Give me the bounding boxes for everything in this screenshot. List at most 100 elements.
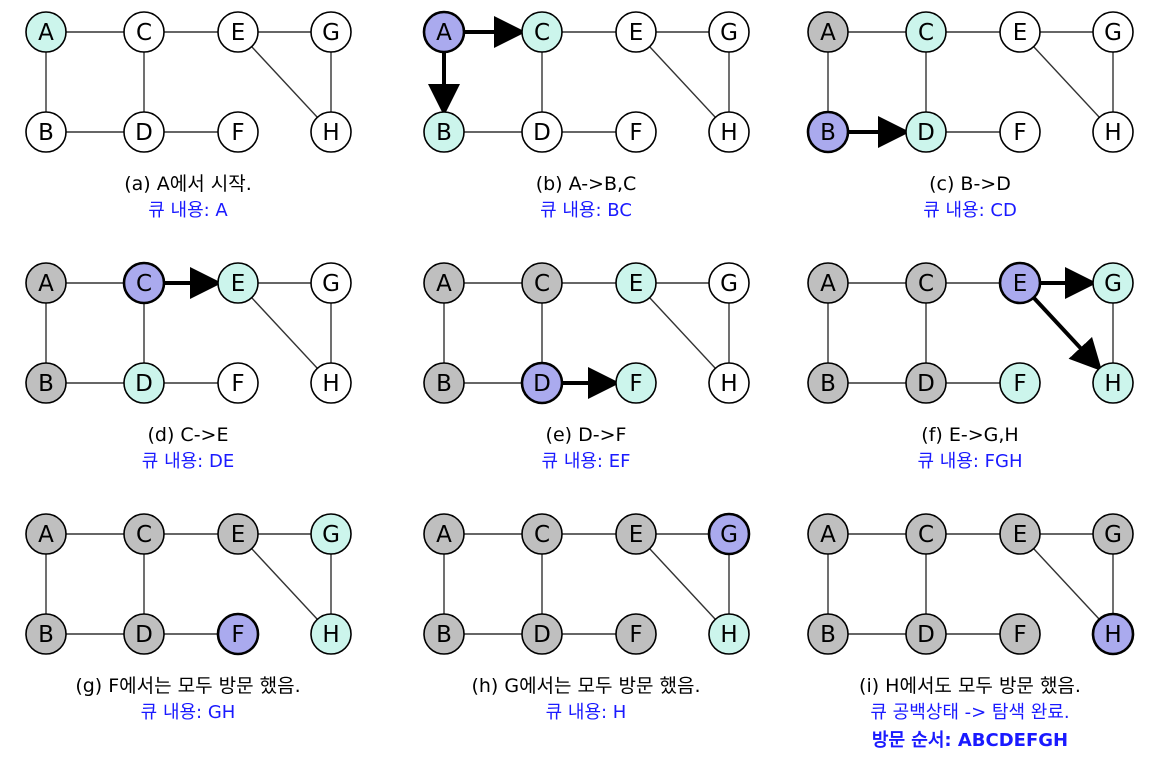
node-label: C bbox=[918, 522, 934, 548]
node-circle bbox=[807, 362, 849, 404]
node-circle bbox=[615, 362, 657, 404]
panel-2: ABCDEFGH(c) B->D큐 내용: CD bbox=[806, 11, 1134, 221]
node-H: H bbox=[310, 111, 352, 153]
node-circle bbox=[25, 362, 67, 404]
panel-caption: (i) H에서도 모두 방문 했음. bbox=[859, 675, 1081, 697]
node-B: B bbox=[423, 362, 465, 404]
node-label: F bbox=[231, 371, 244, 397]
node-label: G bbox=[322, 271, 340, 297]
node-circle bbox=[999, 513, 1041, 555]
node-D: D bbox=[905, 362, 947, 404]
node-circle bbox=[521, 111, 563, 153]
node-circle bbox=[123, 513, 165, 555]
node-label: D bbox=[533, 622, 551, 648]
node-circle bbox=[310, 111, 352, 153]
node-label: G bbox=[720, 20, 738, 46]
node-F: F bbox=[999, 362, 1041, 404]
node-G: G bbox=[310, 11, 352, 53]
panel-caption: (a) A에서 시작. bbox=[124, 173, 252, 195]
node-label: A bbox=[38, 522, 54, 548]
node-circle bbox=[310, 513, 352, 555]
node-circle bbox=[310, 11, 352, 53]
node-circle bbox=[217, 111, 259, 153]
node-label: B bbox=[436, 371, 452, 397]
node-D: D bbox=[521, 111, 563, 153]
node-H: H bbox=[310, 362, 352, 404]
node-label: D bbox=[135, 120, 153, 146]
node-B: B bbox=[423, 111, 465, 153]
node-circle bbox=[520, 361, 564, 405]
node-label: C bbox=[534, 20, 550, 46]
node-label: E bbox=[231, 522, 246, 548]
node-label: F bbox=[231, 120, 244, 146]
node-label: D bbox=[533, 120, 551, 146]
node-label: C bbox=[918, 20, 934, 46]
queue-contents: 큐 내용: CD bbox=[923, 200, 1017, 221]
node-C: C bbox=[123, 513, 165, 555]
node-label: E bbox=[1013, 271, 1028, 297]
queue-contents: 큐 내용: DE bbox=[142, 451, 234, 472]
edge-E-H bbox=[635, 282, 730, 384]
node-circle bbox=[25, 613, 67, 655]
node-circle bbox=[1092, 11, 1134, 53]
edge-E-H bbox=[237, 282, 332, 384]
node-B: B bbox=[423, 613, 465, 655]
node-circle bbox=[999, 111, 1041, 153]
node-H: H bbox=[310, 613, 352, 655]
node-G: G bbox=[708, 262, 750, 304]
node-F: F bbox=[216, 612, 260, 656]
node-H: H bbox=[708, 613, 750, 655]
node-circle bbox=[423, 613, 465, 655]
node-label: E bbox=[231, 271, 246, 297]
node-F: F bbox=[615, 362, 657, 404]
node-circle bbox=[708, 262, 750, 304]
node-C: C bbox=[521, 262, 563, 304]
node-label: B bbox=[820, 371, 836, 397]
node-C: C bbox=[905, 11, 947, 53]
node-A: A bbox=[807, 513, 849, 555]
node-G: G bbox=[1092, 513, 1134, 555]
node-circle bbox=[310, 362, 352, 404]
node-E: E bbox=[217, 11, 259, 53]
node-C: C bbox=[905, 513, 947, 555]
node-label: H bbox=[1104, 622, 1121, 648]
node-E: E bbox=[615, 513, 657, 555]
node-label: D bbox=[135, 371, 153, 397]
node-label: H bbox=[720, 371, 737, 397]
node-label: A bbox=[436, 271, 452, 297]
node-D: D bbox=[123, 111, 165, 153]
node-label: B bbox=[38, 120, 54, 146]
queue-contents: 큐 내용: BC bbox=[540, 200, 632, 221]
node-G: G bbox=[1092, 11, 1134, 53]
queue-contents: 큐 내용: H bbox=[546, 702, 627, 723]
node-label: G bbox=[322, 522, 340, 548]
node-A: A bbox=[422, 10, 466, 54]
panel-3: ABCDEFGH(d) C->E큐 내용: DE bbox=[25, 261, 352, 472]
panel-caption: (h) G에서는 모두 방문 했음. bbox=[471, 675, 700, 697]
node-B: B bbox=[806, 110, 850, 154]
node-F: F bbox=[999, 613, 1041, 655]
node-circle bbox=[615, 513, 657, 555]
node-circle bbox=[423, 111, 465, 153]
node-label: D bbox=[917, 371, 935, 397]
panel-5: ABCDEFGH(f) E->G,H큐 내용: FGH bbox=[807, 261, 1134, 472]
node-label: D bbox=[917, 622, 935, 648]
node-F: F bbox=[615, 111, 657, 153]
node-label: G bbox=[1104, 271, 1122, 297]
node-H: H bbox=[1092, 362, 1134, 404]
node-label: C bbox=[136, 271, 152, 297]
node-E: E bbox=[615, 11, 657, 53]
node-circle bbox=[123, 613, 165, 655]
node-label: E bbox=[629, 20, 644, 46]
node-label: C bbox=[534, 271, 550, 297]
node-circle bbox=[25, 111, 67, 153]
node-circle bbox=[1092, 111, 1134, 153]
node-label: H bbox=[1104, 371, 1121, 397]
panel-8: ABCDEFGH(i) H에서도 모두 방문 했음.큐 공백상태 -> 탐색 완… bbox=[807, 513, 1135, 751]
node-label: A bbox=[38, 271, 54, 297]
queue-contents: 큐 내용: A bbox=[148, 200, 228, 221]
panel-7: ABCDEFGH(h) G에서는 모두 방문 했음.큐 내용: H bbox=[423, 512, 751, 723]
node-circle bbox=[807, 613, 849, 655]
panel-caption: (f) E->G,H bbox=[921, 424, 1018, 446]
